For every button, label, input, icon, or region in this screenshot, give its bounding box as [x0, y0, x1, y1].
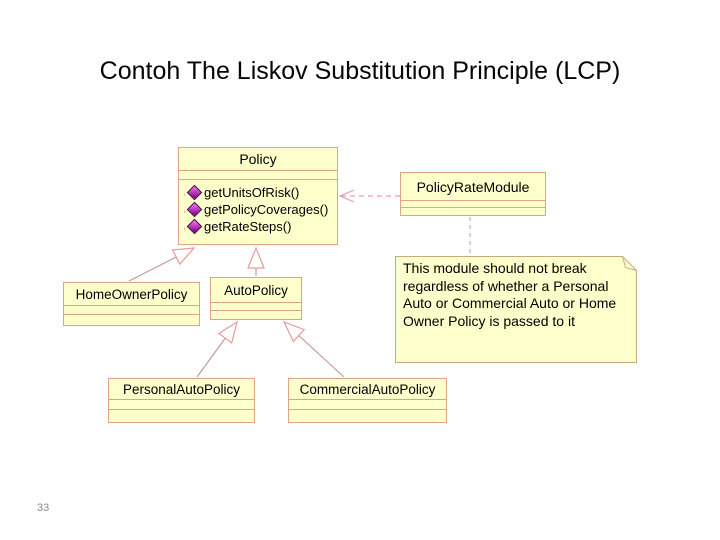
method-tick: , [183, 220, 186, 232]
class-policy-attributes-compartment [179, 170, 337, 179]
method-diamond-icon [186, 201, 203, 218]
class-personal-auto-policy-title: PersonalAutoPolicy [122, 381, 241, 397]
class-policy-title: Policy [239, 151, 277, 167]
method-row: , getRateSteps() [182, 218, 337, 235]
class-auto-policy-operations-compartment [211, 310, 301, 319]
class-policy-rate-module-operations-compartment [401, 207, 545, 215]
class-commercial-auto-policy-operations-compartment [289, 409, 446, 422]
method-diamond-icon [186, 184, 203, 201]
note-shape [395, 256, 637, 363]
class-personal-auto-policy: PersonalAutoPolicy [108, 378, 255, 423]
method-label: getPolicyCoverages() [204, 202, 329, 217]
class-home-owner-policy-operations-compartment [64, 314, 199, 325]
method-tick: , [183, 186, 186, 198]
method-tick: , [183, 203, 186, 215]
method-label: getUnitsOfRisk() [204, 185, 300, 200]
method-row: , getPolicyCoverages() [182, 201, 337, 218]
method-diamond-icon [186, 218, 203, 235]
method-row: , getUnitsOfRisk() [182, 184, 337, 201]
class-commercial-auto-policy-attributes-compartment [289, 399, 446, 409]
class-auto-policy-attributes-compartment [211, 302, 301, 310]
class-home-owner-policy-attributes-compartment [64, 305, 199, 314]
class-policy-rate-module-attributes-compartment [401, 200, 545, 207]
class-commercial-auto-policy-title: CommercialAutoPolicy [299, 381, 436, 397]
class-commercial-auto-policy: CommercialAutoPolicy [288, 378, 447, 423]
generalization-homeownerpolicy-to-policy [128, 247, 196, 282]
page-number: 33 [37, 502, 50, 514]
generalization-commercialautopolicy-to-autopolicy [282, 320, 345, 378]
class-policy-rate-module: PolicyRateModule [400, 172, 546, 216]
slide-title: Contoh The Liskov Substitution Principle… [99, 57, 621, 85]
note-text: This module should not break regardless … [403, 260, 617, 329]
method-label: getRateSteps() [204, 219, 292, 234]
class-policy-operations-compartment: , getUnitsOfRisk() , getPolicyCoverages(… [179, 179, 337, 244]
class-policy: Policy , getUnitsOfRisk() , getPolicyCov… [178, 147, 338, 245]
class-home-owner-policy: HomeOwnerPolicy [63, 282, 200, 326]
class-home-owner-policy-title: HomeOwnerPolicy [75, 286, 188, 302]
generalization-personalautopolicy-to-autopolicy [196, 320, 238, 378]
class-policy-rate-module-title: PolicyRateModule [416, 178, 530, 195]
class-personal-auto-policy-operations-compartment [109, 409, 254, 422]
dependency-arrowhead-icon [338, 189, 355, 203]
note-fold-icon [622, 256, 637, 271]
class-auto-policy-title: AutoPolicy [224, 282, 288, 298]
class-auto-policy: AutoPolicy [210, 277, 302, 320]
class-personal-auto-policy-attributes-compartment [109, 399, 254, 409]
